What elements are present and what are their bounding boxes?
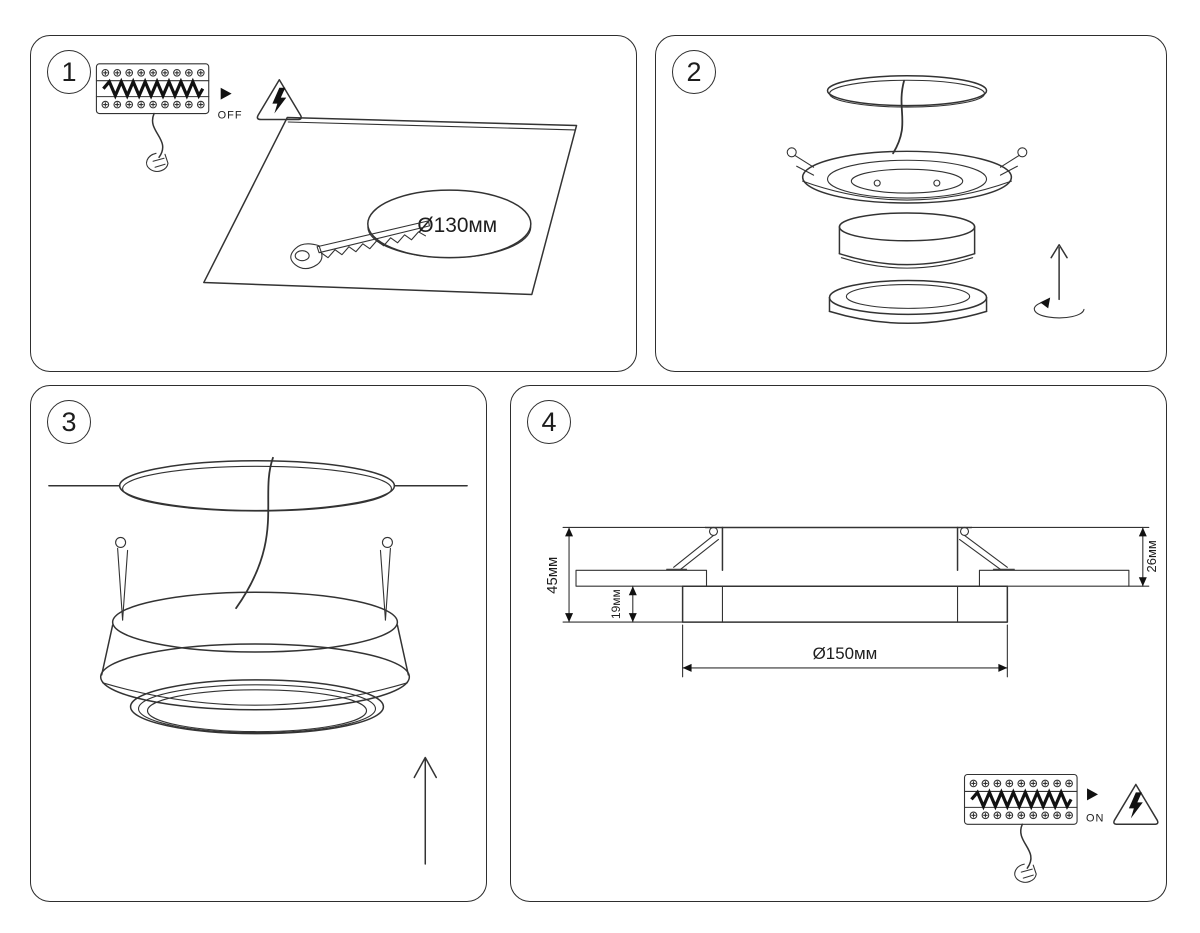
step-1-number: 1 (47, 50, 91, 94)
step-4-illustration: 45мм 19мм 26мм (544, 526, 1159, 883)
dimension-diameter: Ø150мм (682, 624, 1008, 678)
wire (1020, 823, 1032, 869)
direction-arrow-icon (1087, 788, 1098, 801)
spring-clip-left (666, 534, 720, 570)
ceiling-hole (826, 75, 988, 108)
hand-icon (146, 152, 169, 172)
power-off-label: OFF (218, 110, 243, 122)
spring-clip-right (379, 536, 393, 621)
dim-19-label: 19мм (609, 589, 623, 619)
step-3-panel: 3 (30, 385, 487, 902)
terminal-block-icon (963, 773, 1078, 883)
hand-icon (1014, 863, 1037, 883)
fixture-cross-section (666, 526, 1015, 623)
ceiling-section (575, 569, 1130, 587)
step-3-illustration (48, 456, 468, 865)
step-4-number: 4 (527, 400, 571, 444)
step-3-number: 3 (47, 400, 91, 444)
power-on-label: ON (1086, 812, 1104, 824)
lamp-module (838, 212, 976, 269)
dimension-total-height: 45мм (544, 526, 707, 623)
ceiling-panel (203, 116, 578, 296)
step-2-panel: 2 (655, 35, 1167, 372)
saw-icon (290, 220, 430, 270)
direction-arrow-icon (220, 87, 232, 100)
trim-ring (828, 279, 988, 324)
warning-triangle-icon (1113, 783, 1159, 826)
up-arrow-icon (413, 756, 437, 865)
warning-triangle-icon (256, 78, 302, 121)
step-1-illustration: OFF Ø130мм (95, 63, 578, 296)
dimension-below-ceiling: 19мм (609, 585, 637, 623)
trim-ring (129, 679, 385, 735)
spring-clip-left (115, 536, 129, 621)
dimension-above-ceiling: 26мм (970, 526, 1159, 587)
spring-clip-right (999, 147, 1028, 176)
terminal-block-icon (95, 63, 210, 172)
wire (235, 456, 274, 610)
step-4-panel: 4 (510, 385, 1167, 902)
step-2-illustration (786, 75, 1085, 324)
ceiling-hole (48, 460, 468, 512)
step-1-panel: 1 (30, 35, 637, 372)
wire (892, 79, 905, 155)
dim-150-label: Ø150мм (813, 644, 878, 663)
spring-clip-left (786, 147, 815, 176)
wire (151, 112, 164, 159)
cutout-diameter-label: Ø130мм (417, 214, 497, 237)
step-2-number: 2 (672, 50, 716, 94)
dim-26-label: 26мм (1144, 540, 1159, 572)
spring-clip-right (958, 534, 1015, 570)
dim-45-label: 45мм (544, 557, 561, 594)
rotate-up-arrow-icon (1033, 244, 1085, 319)
fixture-body (786, 147, 1028, 204)
